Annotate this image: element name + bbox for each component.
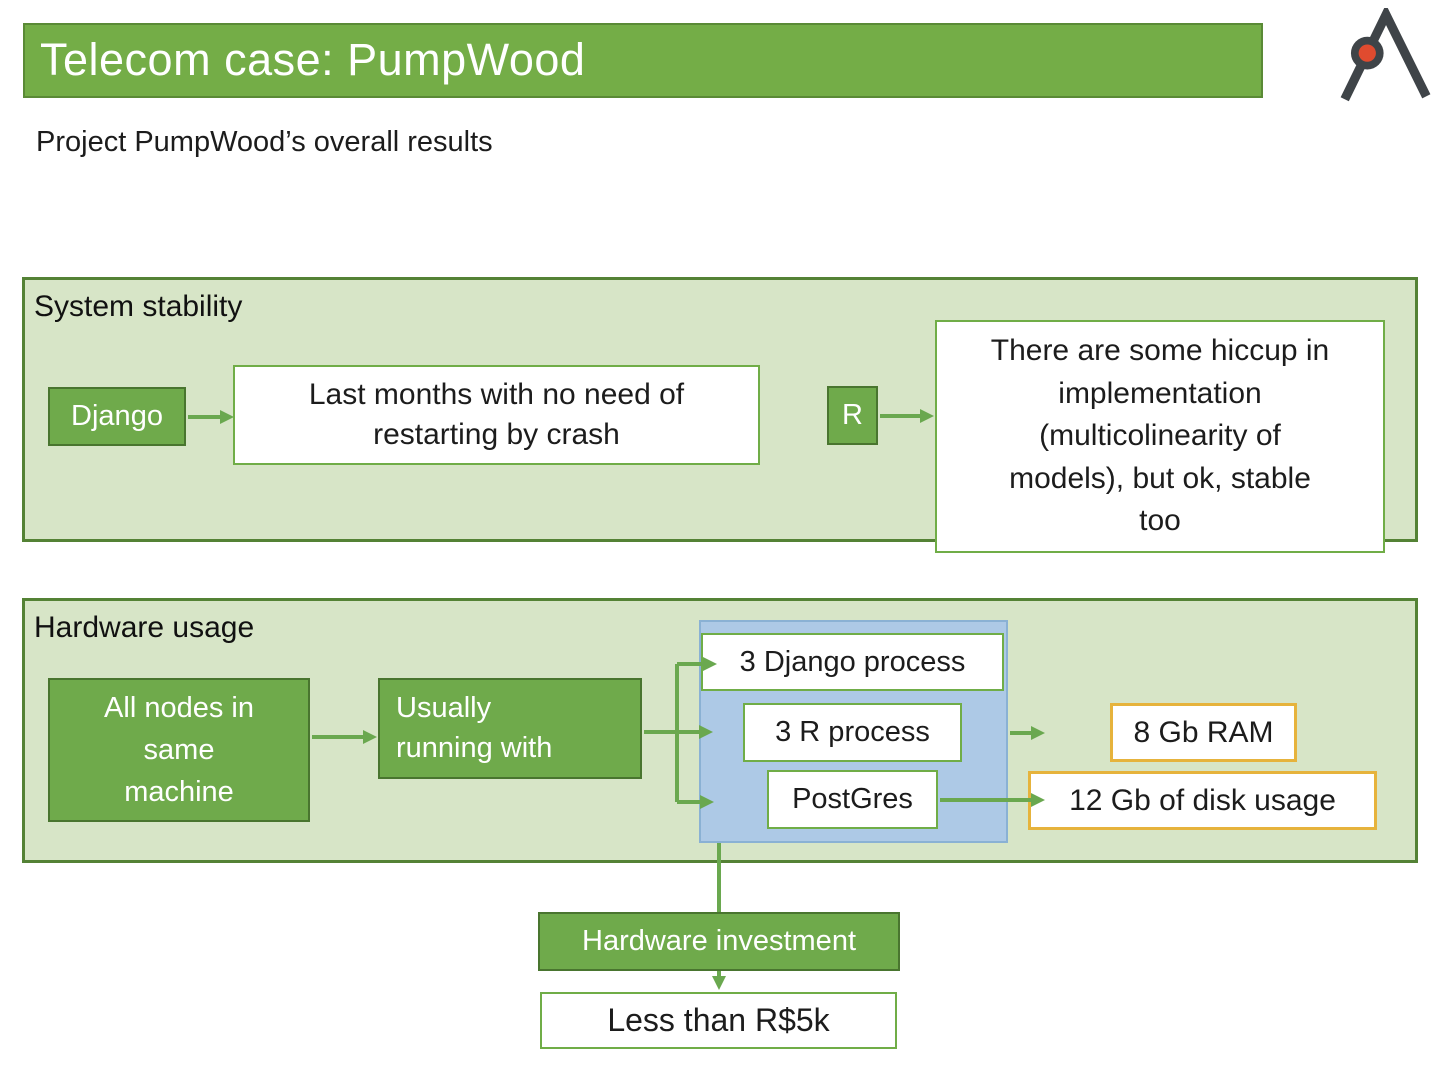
arrow-investment-to-value <box>712 971 726 990</box>
node-django: Django <box>48 387 186 446</box>
company-logo-icon <box>1340 8 1431 102</box>
node-usually-running: Usually running with <box>378 678 642 779</box>
title-bar: Telecom case: PumpWood <box>23 23 1263 98</box>
box-django-result: Last months with no need of restarting b… <box>233 365 760 465</box>
page-title: Telecom case: PumpWood <box>40 33 586 85</box>
box-ram: 8 Gb RAM <box>1110 703 1297 762</box>
panel-title-system-stability: System stability <box>34 290 243 323</box>
process-item-r: 3 R process <box>743 703 962 762</box>
node-r: R <box>827 386 878 445</box>
process-item-django: 3 Django process <box>701 633 1004 691</box>
box-investment-value: Less than R$5k <box>540 992 897 1049</box>
box-r-result: There are some hiccup in implementation … <box>935 320 1385 553</box>
process-item-postgres: PostGres <box>767 770 938 829</box>
node-hardware-investment: Hardware investment <box>538 912 900 971</box>
subtitle: Project PumpWood’s overall results <box>36 126 493 158</box>
node-all-nodes: All nodes in same machine <box>48 678 310 822</box>
panel-title-hardware-usage: Hardware usage <box>34 611 255 644</box>
box-disk-usage: 12 Gb of disk usage <box>1028 771 1377 830</box>
